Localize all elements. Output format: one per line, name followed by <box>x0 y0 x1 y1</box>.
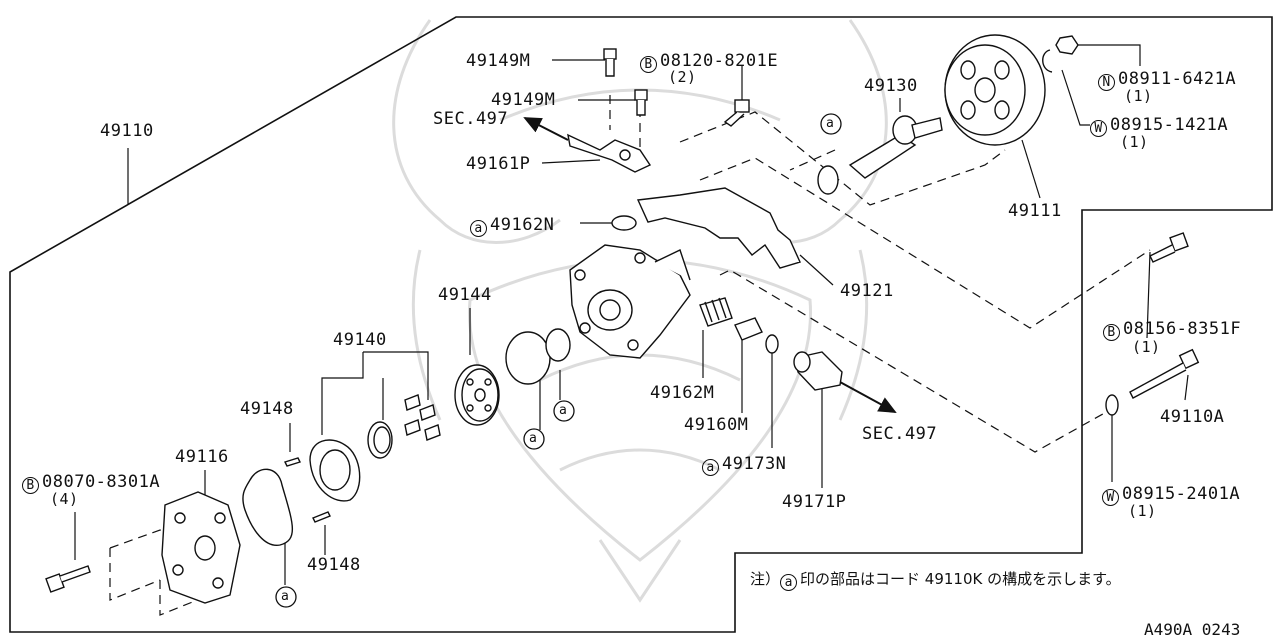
marker-a-washer: a <box>826 116 835 131</box>
pin-49148-a-icon <box>284 457 301 467</box>
bolt-08120-icon <box>723 99 750 127</box>
connector-49171p-icon <box>793 351 843 391</box>
label-49110a: 49110A <box>1160 407 1225 427</box>
qty-08120: (2) <box>668 68 697 86</box>
label-49149m-b: 49149M <box>491 90 556 110</box>
label-08915-2401-text: 08915-2401A <box>1122 484 1241 504</box>
label-49160m: 49160M <box>684 415 749 435</box>
label-49148-lower: 49148 <box>307 555 361 575</box>
label-08070-text: 08070-8301A <box>42 472 161 492</box>
label-08915-1421-text: 08915-1421A <box>1110 115 1229 135</box>
label-08156-text: 08156-8351F <box>1123 319 1242 339</box>
qty-08070: (4) <box>50 490 79 508</box>
bolt-49110a-icon <box>1129 348 1200 399</box>
label-08120-text: 08120-8201E <box>660 51 779 71</box>
plate-49144-icon <box>454 364 500 426</box>
marker-n: N <box>1098 74 1115 91</box>
label-49162n-text: 49162N <box>490 215 555 235</box>
bolt-49149m-a-icon <box>603 48 617 77</box>
footnote-prefix: 注） <box>750 570 781 588</box>
rotor-icon <box>367 421 393 459</box>
spring-49162m-icon <box>699 297 733 327</box>
oring-large-icon <box>505 331 551 385</box>
label-49121: 49121 <box>840 281 894 301</box>
pump-housing-icon <box>569 244 691 359</box>
marker-w: W <box>1102 489 1119 506</box>
washer-08915-2401-icon <box>1105 394 1119 416</box>
bolt-49149m-b-icon <box>634 89 648 116</box>
label-49110: 49110 <box>100 121 154 141</box>
end-cover-49116-icon <box>161 491 241 604</box>
assembly-frame <box>9 16 1273 633</box>
marker-w: W <box>1090 120 1107 137</box>
marker-a: a <box>702 459 719 476</box>
label-49148-upper: 49148 <box>240 399 294 419</box>
label-49144: 49144 <box>438 285 492 305</box>
bolt-08156-icon <box>1149 232 1189 263</box>
hose-bracket-49161p-icon <box>567 133 652 173</box>
pin-49148-b-icon <box>312 511 331 523</box>
marker-a: a <box>470 220 487 237</box>
marker-a-oring-large: a <box>529 431 538 446</box>
oring-small-icon <box>545 328 571 362</box>
part-drawings <box>45 34 1200 604</box>
nut-08911-icon <box>1055 35 1079 55</box>
qty-08911: (1) <box>1124 87 1153 105</box>
a-marker-circles <box>275 113 842 608</box>
washer-08915-1421-icon <box>1042 49 1053 73</box>
label-49149m-a: 49149M <box>466 51 531 71</box>
marker-b: B <box>22 477 39 494</box>
label-49140: 49140 <box>333 330 387 350</box>
sec497-arrow-upper <box>523 117 569 141</box>
valve-49160m-icon <box>734 317 763 341</box>
label-49130: 49130 <box>864 76 918 96</box>
bolt-08070-icon <box>45 565 91 593</box>
diagram-code: A490A 0243 <box>1144 620 1241 639</box>
label-49162m: 49162M <box>650 383 715 403</box>
label-sec497-lower: SEC.497 <box>862 424 938 444</box>
shaft-49130-icon <box>848 115 943 179</box>
cam-ring-icon <box>309 439 361 502</box>
oring-49162n-icon <box>611 215 637 231</box>
qty-08156: (1) <box>1132 338 1161 356</box>
leader-lines <box>74 44 1189 585</box>
label-49161p: 49161P <box>466 154 531 174</box>
label-08911-text: 08911-6421A <box>1118 69 1237 89</box>
bracket-49121-icon <box>636 187 801 269</box>
qty-08915-2401: (1) <box>1128 502 1157 520</box>
qty-08915-1421: (1) <box>1120 133 1149 151</box>
label-sec497-upper: SEC.497 <box>433 109 509 129</box>
label-49173n-text: 49173N <box>722 454 787 474</box>
marker-b: B <box>640 56 657 73</box>
label-49171p: 49171P <box>782 492 847 512</box>
oring-49173n-icon <box>765 334 779 354</box>
marker-a-oring-small: a <box>559 403 568 418</box>
vanes-icon <box>404 394 441 441</box>
washer-a-top-icon <box>817 165 839 195</box>
marker-a-gasket: a <box>281 589 290 604</box>
footnote-text: 印の部品はコード 49110K の構成を示します。 <box>800 570 1121 588</box>
label-49116: 49116 <box>175 447 229 467</box>
label-49111: 49111 <box>1008 201 1062 221</box>
marker-b: B <box>1103 324 1120 341</box>
marker-a: a <box>780 574 798 591</box>
gasket-icon <box>242 468 294 546</box>
sec497-arrow-lower <box>839 381 897 413</box>
pulley-49111-icon <box>944 34 1046 146</box>
